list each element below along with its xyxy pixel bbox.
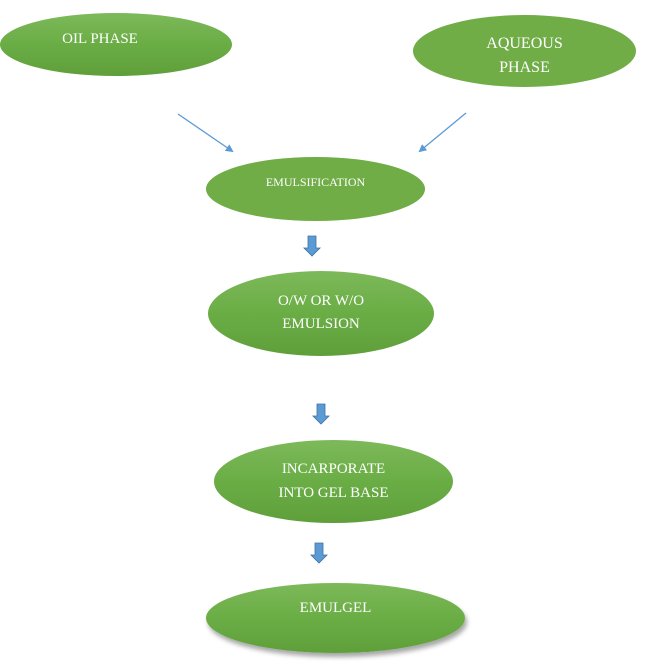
node-oil-phase-label: OIL PHASE <box>62 31 138 47</box>
node-emulsification: EMULSIFICATION <box>206 157 425 221</box>
block-arrow-emulsion-to-incorporate <box>312 403 330 425</box>
node-incorporate-label-line2: INTO GEL BASE <box>278 485 389 501</box>
node-aqueous-phase-label-line2: PHASE <box>499 59 550 76</box>
node-emulsion-label-line2: EMULSION <box>282 316 360 332</box>
block-arrow-incorporate-to-emulgel <box>310 542 328 564</box>
node-emulsification-label: EMULSIFICATION <box>265 175 366 189</box>
node-aqueous-phase-label-line1: AQUEOUS <box>486 35 563 52</box>
arrow-oil-to-emulsification <box>177 113 234 153</box>
node-emulsion-label-line1: O/W OR W/O <box>277 293 365 309</box>
node-aqueous-phase: AQUEOUS PHASE <box>413 15 636 87</box>
node-incorporate: INCARPORATE INTO GEL BASE <box>214 440 453 523</box>
node-emulgel: EMULGEL <box>206 583 465 653</box>
node-incorporate-label-line1: INCARPORATE <box>281 461 386 477</box>
node-emulsion: O/W OR W/O EMULSION <box>208 271 434 356</box>
node-emulgel-label: EMULGEL <box>299 600 372 616</box>
node-oil-phase: OIL PHASE <box>0 13 232 76</box>
block-arrow-emulsification-to-emulsion <box>303 235 321 257</box>
arrow-aqueous-to-emulsification <box>418 112 467 153</box>
